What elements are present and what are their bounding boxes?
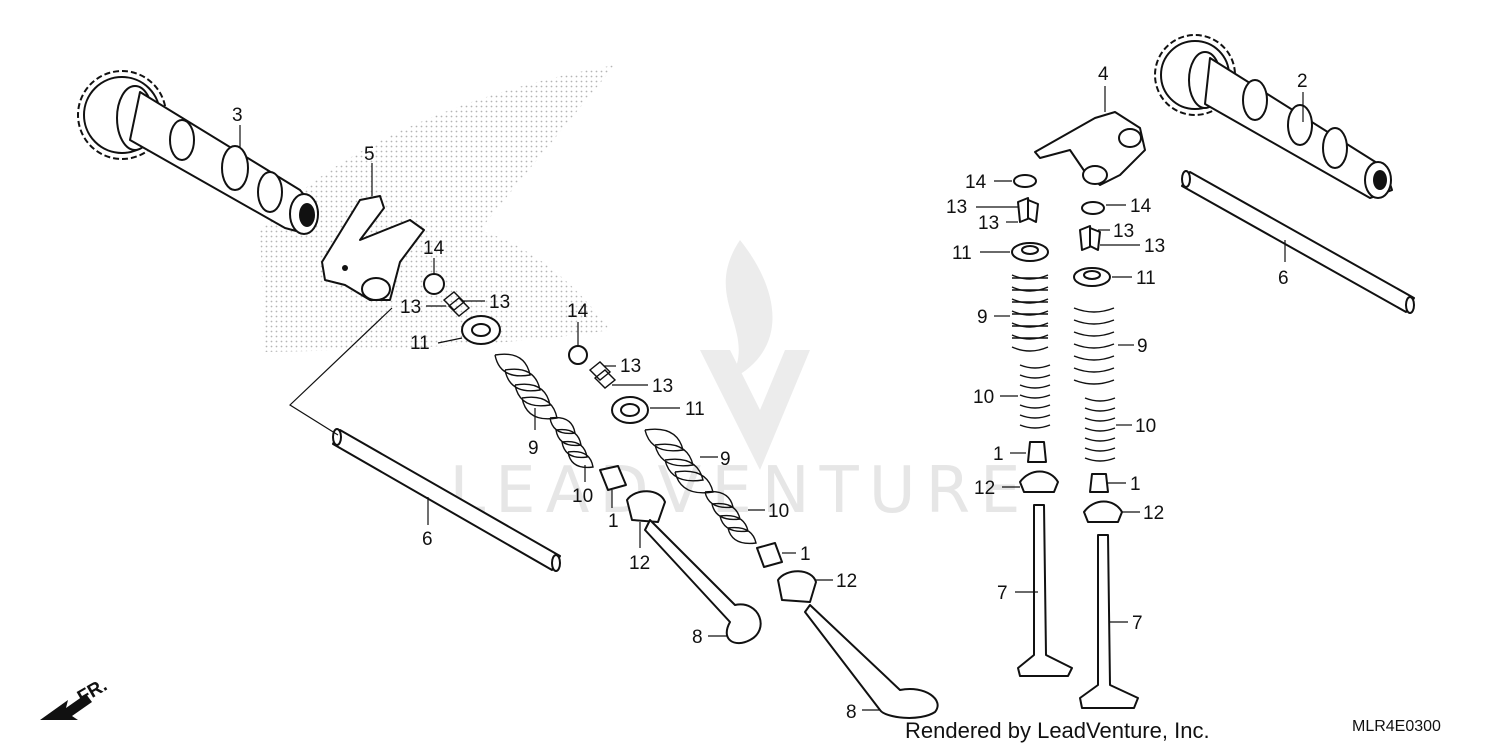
callout-1: 1 <box>608 511 619 532</box>
callout-11: 11 <box>952 243 972 264</box>
camshaft-right <box>1154 34 1393 199</box>
callout-10: 10 <box>1135 416 1156 437</box>
rocker-arm-left <box>321 195 425 301</box>
spring-inner <box>549 416 594 469</box>
rocker-arm-right <box>1034 111 1146 186</box>
valve-assembly-left-1 <box>423 273 762 645</box>
callout-10: 10 <box>973 387 994 408</box>
valve-column-right-a <box>1011 174 1073 677</box>
callout-9: 9 <box>720 449 731 470</box>
camshaft-left <box>77 70 319 235</box>
callout-12: 12 <box>629 553 650 574</box>
callout-7: 7 <box>1132 613 1143 634</box>
diagram-code: MLR4E0300 <box>1352 718 1441 735</box>
callout-7: 7 <box>997 583 1008 604</box>
callout-9: 9 <box>977 307 988 328</box>
callout-1: 1 <box>993 444 1004 465</box>
callout-4: 4 <box>1098 64 1109 85</box>
watermark-text: LEADVENTURE <box>450 454 1031 528</box>
credit-text: Rendered by LeadVenture, Inc. <box>905 718 1210 743</box>
callout-10: 10 <box>768 501 789 522</box>
callout-12: 12 <box>1143 503 1164 524</box>
valve-column-right-b <box>1073 201 1139 709</box>
callout-9: 9 <box>528 438 539 459</box>
callout-13: 13 <box>1113 221 1134 242</box>
callout-1: 1 <box>800 544 811 565</box>
callout-10: 10 <box>572 486 593 507</box>
callout-13: 13 <box>652 376 673 397</box>
callout-6: 6 <box>1278 268 1289 289</box>
callout-14: 14 <box>423 238 445 259</box>
callout-11: 11 <box>685 399 705 420</box>
callout-12: 12 <box>974 478 995 499</box>
callout-11: 11 <box>410 333 430 354</box>
callout-6: 6 <box>422 529 433 550</box>
callouts: 3 5 14 13 13 11 9 10 1 12 6 8 14 13 13 1… <box>232 64 1308 723</box>
callout-12: 12 <box>836 571 857 592</box>
callout-13: 13 <box>978 213 999 234</box>
callout-3: 3 <box>232 105 243 126</box>
callout-13: 13 <box>946 197 967 218</box>
watermark: LEADVENTURE <box>450 240 1031 528</box>
callout-8: 8 <box>846 702 857 723</box>
callout-13: 13 <box>1144 236 1165 257</box>
callout-13: 13 <box>620 356 641 377</box>
callout-1: 1 <box>1130 474 1141 495</box>
callout-14: 14 <box>567 301 589 322</box>
callout-9: 9 <box>1137 336 1148 357</box>
callout-14: 14 <box>965 172 987 193</box>
spring-outer <box>494 353 558 420</box>
callout-2: 2 <box>1297 71 1308 92</box>
callout-11: 11 <box>1136 268 1156 289</box>
valve-assembly-left-2 <box>568 345 939 719</box>
rocker-shaft-left <box>332 428 561 572</box>
rocker-shaft-right <box>1181 170 1415 314</box>
callout-13: 13 <box>400 297 421 318</box>
callout-5: 5 <box>364 144 375 165</box>
front-direction-arrow: FR. <box>40 675 111 720</box>
callout-13: 13 <box>489 292 510 313</box>
callout-8: 8 <box>692 627 703 648</box>
callout-14: 14 <box>1130 196 1152 217</box>
